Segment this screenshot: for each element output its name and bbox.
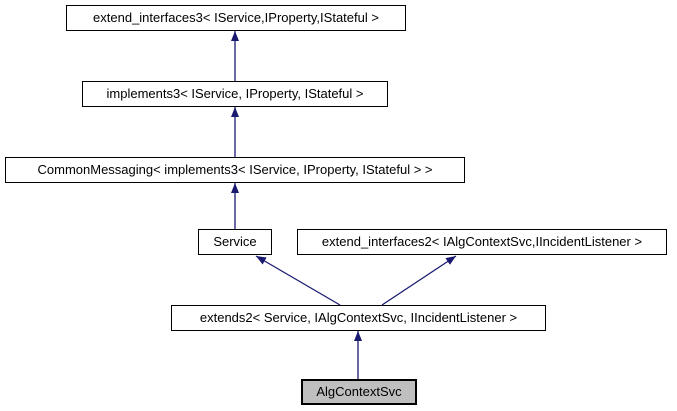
class-node-service[interactable]: Service (198, 229, 272, 255)
class-node-common-messaging[interactable]: CommonMessaging< implements3< IService, … (5, 157, 465, 183)
class-node-alg-context-svc: AlgContextSvc (301, 379, 417, 405)
class-node-extend-interfaces3[interactable]: extend_interfaces3< IService,IProperty,I… (66, 5, 406, 31)
class-node-extend-interfaces2[interactable]: extend_interfaces2< IAlgContextSvc,IInci… (297, 229, 667, 255)
class-node-extends2[interactable]: extends2< Service, IAlgContextSvc, IInci… (171, 305, 546, 331)
class-node-implements3[interactable]: implements3< IService, IProperty, IState… (82, 81, 388, 107)
